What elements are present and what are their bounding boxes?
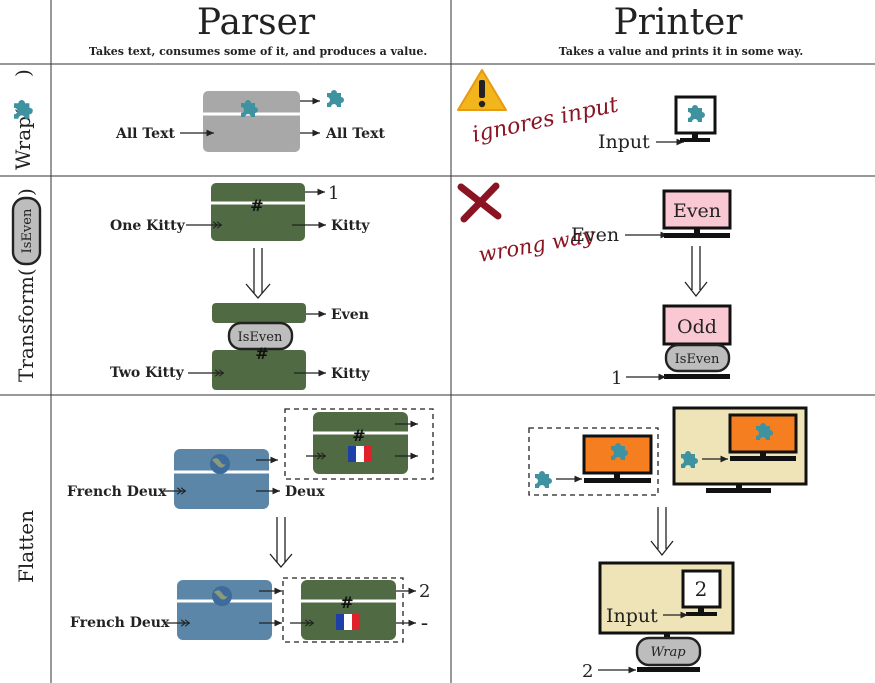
flatten-top-output: Deux <box>285 484 325 500</box>
double-down-arrow <box>245 248 271 299</box>
row-label-flatten: Flatten <box>14 510 38 583</box>
wrap-parser: All Text All Text <box>115 90 385 152</box>
dashed-frame <box>282 577 404 643</box>
gray-parser-box <box>203 91 300 152</box>
wrap-printer: ignores input Input <box>457 69 717 153</box>
flatten-printer-bottom-input: 2 <box>582 661 593 682</box>
row-label-wrap: Wrap( ) <box>11 69 35 170</box>
hash-symbol: # <box>250 196 263 215</box>
transform-printer-top-input: Even <box>571 224 619 246</box>
transform-bottom-out-value: Even <box>331 307 369 323</box>
hash-symbol: # <box>352 426 365 445</box>
row-label-transform: Transform( IsEven ) <box>11 188 42 382</box>
parser-title: Parser <box>197 2 316 43</box>
hash-symbol: # <box>255 344 268 363</box>
flatten-printer-badge: Wrap <box>650 645 686 660</box>
green-parser-box <box>212 350 306 390</box>
printer-subtitle: Takes a value and prints it in some way. <box>559 45 803 58</box>
double-down-arrow <box>684 246 708 298</box>
transform-printer-top-screen: Even <box>673 200 721 222</box>
transform-bottom-out-rest: Kitty <box>331 366 370 382</box>
parser-subtitle: Takes text, consumes some of it, and pro… <box>89 45 427 58</box>
panel-monitor: 2 Input <box>598 561 735 638</box>
dashed-frame <box>528 427 659 496</box>
green-parser-box <box>313 412 408 474</box>
row-label-wrap-suffix: ) <box>11 69 35 77</box>
wrap-printer-input: Input <box>598 131 650 153</box>
blue-parser-box <box>177 580 272 640</box>
flatten-printer: 2 Input Wrap 2 <box>528 406 808 682</box>
green-parser-box <box>211 183 305 241</box>
double-down-arrow <box>269 517 293 569</box>
dashed-frame <box>284 408 434 480</box>
globe-icon <box>212 586 232 606</box>
transform-printer-bottom-badge: IsEven <box>675 352 720 367</box>
transform-printer-bottom-input: 1 <box>611 368 622 389</box>
hash-symbol: # <box>340 593 353 612</box>
warning-icon <box>457 69 507 111</box>
flatten-bottom-out-value: 2 <box>419 581 430 602</box>
flatten-top-input: French Deux <box>67 484 167 500</box>
blue-parser-box <box>174 449 269 509</box>
row-label-transform-suffix: ) <box>14 188 38 196</box>
transform-top-out-value: 1 <box>328 183 339 204</box>
green-parser-box <box>212 303 306 323</box>
transform-top-input: One Kitty <box>110 218 186 234</box>
printer-title: Printer <box>613 2 743 43</box>
transform-parser: # 1 One Kitty Kitty IsEven # Even Two Ki… <box>110 183 370 390</box>
wrap-parser-input: All Text <box>115 126 175 142</box>
monitor-icon: Odd IsEven <box>662 304 732 379</box>
transform-printer: wrong way Even Even Odd IsEven 1 <box>457 182 732 389</box>
french-flag-icon <box>336 614 360 630</box>
puzzle-icon <box>327 90 344 107</box>
transform-parser-badge: IsEven <box>238 330 283 345</box>
flatten-bottom-out-rest: – <box>421 616 428 632</box>
puzzle-icon <box>535 471 552 488</box>
wrap-parser-output: All Text <box>325 126 385 142</box>
globe-icon <box>210 454 230 474</box>
flatten-parser: # French Deux Deux # <box>67 408 434 643</box>
transform-top-out-rest: Kitty <box>331 218 370 234</box>
transform-printer-bottom-screen: Odd <box>677 316 717 338</box>
row-label-transform-badge: IsEven <box>20 208 35 253</box>
isEven-badge <box>227 321 294 351</box>
cross-icon <box>457 182 502 223</box>
flatten-printer-input: Input <box>606 605 658 627</box>
monitor-icon: Even <box>662 189 732 238</box>
row-label-transform-prefix: Transform( <box>14 268 38 382</box>
french-flag-icon <box>348 446 372 462</box>
panel-monitor <box>672 406 808 493</box>
monitor-icon <box>582 434 653 483</box>
green-parser-box <box>301 580 396 640</box>
flatten-printer-screen-value: 2 <box>695 577 708 601</box>
double-down-arrow <box>650 507 674 557</box>
transform-bottom-input: Two Kitty <box>110 365 185 381</box>
monitor-icon <box>674 95 717 142</box>
flatten-bottom-input: French Deux <box>70 615 170 631</box>
